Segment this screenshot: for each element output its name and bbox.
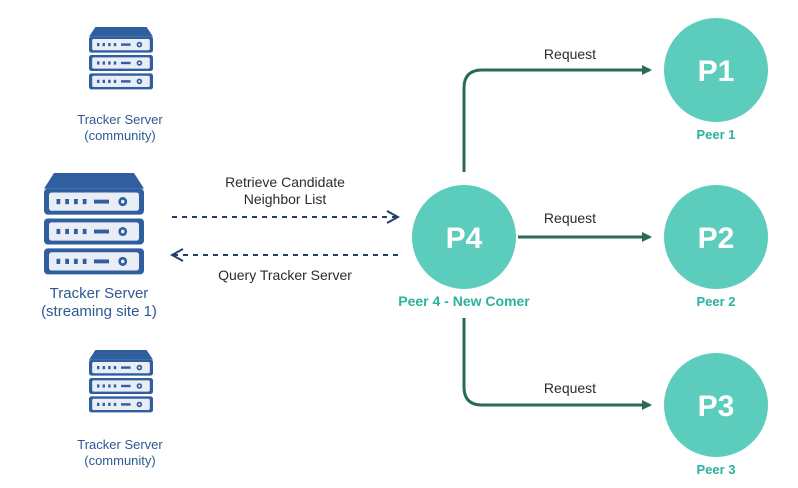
retrieve-label: Retrieve Candidate Neighbor List [190, 174, 380, 208]
peer-node-p2-text: P2 [698, 222, 735, 255]
server-label-line1: Tracker Server [77, 437, 163, 452]
retrieve-label-line2: Neighbor List [243, 190, 327, 207]
server-label-line2: (streaming site 1) [41, 303, 157, 320]
request-arrow-p1 [462, 65, 652, 172]
peer-label-p2: Peer 2 [696, 294, 736, 309]
peer-node-p3[interactable]: P3 [664, 353, 768, 457]
tracker-server-community-bottom-icon [89, 350, 153, 413]
peer-node-p2[interactable]: P2 [664, 185, 768, 289]
retrieve-label-line1: Retrieve Candidate [225, 174, 345, 190]
server-label-line1: Tracker Server [49, 285, 149, 302]
server-label-streaming: Tracker Server (streaming site 1) [14, 285, 184, 321]
query-label: Query Tracker Server [218, 267, 352, 283]
server-label-community-bottom: Tracker Server (community) [50, 437, 190, 468]
request-label-p3: Request [543, 380, 597, 396]
server-label-line1: Tracker Server [77, 112, 163, 127]
server-label-line2: (community) [84, 452, 156, 468]
peer-node-p4-text: P4 [446, 222, 483, 255]
request-label-p1: Request [543, 46, 597, 62]
server-label-community-top: Tracker Server (community) [50, 112, 190, 143]
peer-node-p1[interactable]: P1 [664, 18, 768, 122]
peer-node-p1-text: P1 [698, 55, 735, 88]
peer-label-p3: Peer 3 [696, 462, 736, 477]
peer-label-p1: Peer 1 [696, 127, 736, 142]
tracker-server-community-top-icon [89, 27, 153, 90]
request-label-p2: Request [543, 210, 597, 226]
tracker-server-streaming-icon [44, 173, 144, 275]
peer-node-p4[interactable]: P4 [412, 185, 516, 289]
peer-node-p3-text: P3 [698, 390, 735, 423]
request-arrow-p3 [462, 318, 652, 410]
peer-label-p4: Peer 4 - New Comer [398, 293, 530, 309]
server-label-line2: (community) [84, 127, 156, 143]
